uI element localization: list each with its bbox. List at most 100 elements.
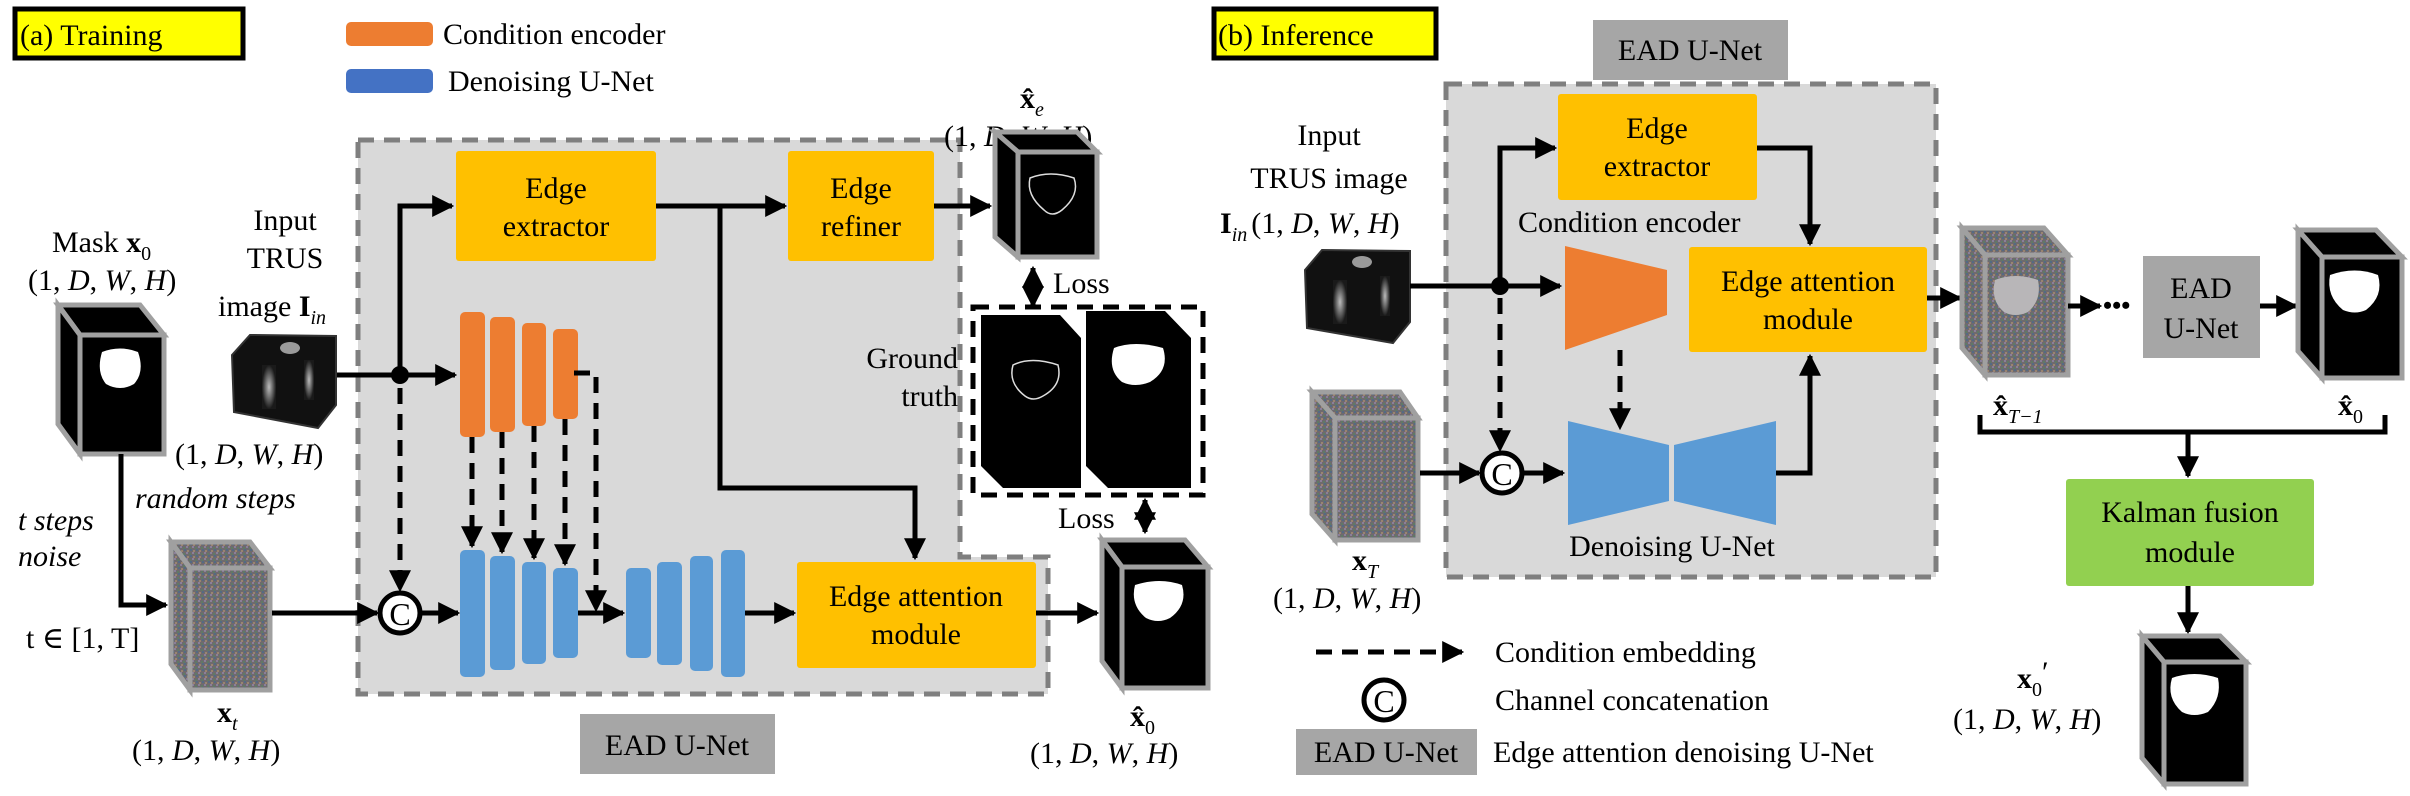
legend-concat-icon	[1361, 677, 1407, 723]
mask-cube	[53, 297, 170, 462]
xe-label: x̂e	[1020, 82, 1044, 121]
to-edge-extractor-arrow	[397, 194, 455, 375]
edge-attention-training: Edge attention module	[797, 562, 1036, 668]
xt-dims: (1, D, W, H)	[132, 734, 280, 767]
random-steps-label: random steps	[135, 482, 296, 515]
ground-truth-label-1: Ground	[866, 342, 958, 375]
concat-node: C	[377, 590, 423, 636]
loss-top-label: Loss	[1053, 267, 1110, 300]
embed-arrow-bottleneck	[574, 370, 608, 613]
noise-arrow	[118, 454, 169, 617]
ground-truth-box	[970, 304, 1206, 498]
svg-text:module: module	[1763, 303, 1853, 336]
training-panel: (a) Training Condition encoder Denoising…	[12, 6, 1214, 774]
svg-text:module: module	[871, 618, 961, 651]
legend-encoder-swatch	[346, 22, 433, 46]
mask-shape	[99, 348, 141, 388]
unet-to-attention-b-arrow	[1776, 353, 1822, 476]
x0prime-label: x0′	[2017, 656, 2049, 701]
svg-text:Edge attention: Edge attention	[829, 580, 1003, 613]
inference-ead-chip-top: EAD U-Net	[1593, 20, 1788, 80]
trus-b-line1: Input	[1297, 119, 1361, 152]
xT1-label: x̂T−1	[1993, 389, 2043, 428]
condition-encoder-training	[460, 312, 578, 437]
edge-extractor-inference: Edge extractor	[1558, 94, 1757, 200]
svg-text:refiner: refiner	[821, 210, 901, 243]
trus-label-line3: image Iin	[218, 290, 326, 329]
trus-volume-training	[230, 333, 337, 430]
unet-down-4	[553, 568, 578, 658]
svg-text:extractor: extractor	[1604, 150, 1711, 183]
loss-bottom-label: Loss	[1058, 502, 1115, 535]
xt-label: xt	[217, 696, 238, 735]
legend-ead-chip	[1296, 729, 1477, 775]
mask-label: Mask x0	[52, 226, 151, 265]
kalman-fusion-module: Kalman fusion module	[2066, 479, 2314, 586]
x0prime-dims: (1, D, W, H)	[1953, 703, 2101, 736]
xT-label: xT	[1352, 544, 1380, 583]
trus-dims: (1, D, W, H)	[175, 438, 323, 471]
svg-text:Edge attention: Edge attention	[1721, 265, 1895, 298]
edge-extractor-training: Edge extractor	[456, 151, 656, 261]
unet-down-3	[522, 562, 546, 664]
xe-cube	[988, 126, 1104, 263]
legend-ead-chip-label: EAD U-Net	[1314, 736, 1459, 769]
x0prime-cube	[2136, 629, 2253, 791]
training-title-box	[12, 6, 246, 61]
denoising-unet-training	[460, 550, 745, 677]
legend-denoiser-swatch	[346, 69, 433, 93]
encoder-block-2	[490, 317, 515, 432]
denoising-unet-label-b: Denoising U-Net	[1569, 530, 1775, 563]
svg-text:extractor: extractor	[503, 210, 610, 243]
trus-label-line1: Input	[253, 204, 317, 237]
t-range-label: t ∈ [1, T]	[26, 622, 139, 655]
svg-text:EAD U-Net: EAD U-Net	[605, 729, 750, 762]
fusion-bracket	[1977, 415, 2388, 435]
svg-text:Kalman fusion: Kalman fusion	[2101, 496, 2278, 529]
legend-condition-embedding: Condition embedding	[1495, 636, 1756, 669]
xT1-cube	[1956, 221, 2074, 382]
to-edge-extractor-b-arrow	[1497, 136, 1558, 286]
inference-title: (b) Inference	[1211, 6, 1439, 61]
unet-up-4	[721, 550, 745, 677]
training-title-text: (a) Training	[20, 19, 163, 52]
xt-cube	[166, 534, 276, 698]
unet-up-2	[657, 562, 682, 665]
inference-title-text: (b) Inference	[1218, 19, 1374, 52]
unet-up-3	[690, 556, 713, 671]
trus-label-line2: TRUS	[247, 242, 324, 275]
xT-cube	[1306, 385, 1423, 547]
inference-title-box	[1211, 6, 1439, 61]
condition-encoder-b	[1565, 246, 1667, 350]
xT-dims: (1, D, W, H)	[1273, 582, 1421, 615]
trus-b-line3: Iin(1, D, W, H)	[1220, 207, 1400, 246]
svg-text:C: C	[1491, 456, 1512, 492]
legend-concat-symbol: C	[1373, 683, 1394, 719]
unet-b-decoder	[1674, 421, 1776, 525]
gt-edge-volume	[981, 315, 1081, 488]
svg-text:module: module	[2145, 536, 2235, 569]
edge-refiner: Edge refiner	[788, 151, 934, 261]
unet-down-1	[460, 550, 485, 677]
noise-label: noise	[18, 540, 81, 573]
inference-panel: (b) Inference EAD U-Net Input TRUS image…	[1211, 6, 2408, 791]
gt-mask-volume	[1086, 311, 1191, 488]
bottom-legend: Condition embedding C Channel concatenat…	[1296, 636, 1874, 775]
encoder-block-1	[460, 312, 485, 437]
unet-b-encoder	[1568, 421, 1669, 525]
unet-down-2	[490, 556, 515, 670]
edge-attention-inference: Edge attention module	[1689, 247, 1927, 352]
svg-text:EAD U-Net: EAD U-Net	[1618, 34, 1763, 67]
svg-text:EAD: EAD	[2170, 272, 2232, 305]
training-ead-chip: EAD U-Net	[580, 714, 775, 774]
svg-text:Edge: Edge	[830, 172, 892, 205]
unet-up-1	[626, 568, 651, 658]
x0hat-b-cube	[2292, 223, 2408, 385]
ground-truth-label-2: truth	[901, 380, 958, 413]
x0hat-b-label: x̂0	[2338, 389, 2363, 428]
legend-denoiser-label: Denoising U-Net	[448, 65, 654, 98]
inference-ead-chip-small: EAD U-Net	[2143, 256, 2260, 358]
top-legend: Condition encoder Denoising U-Net	[346, 18, 665, 98]
training-title: (a) Training	[12, 6, 246, 61]
